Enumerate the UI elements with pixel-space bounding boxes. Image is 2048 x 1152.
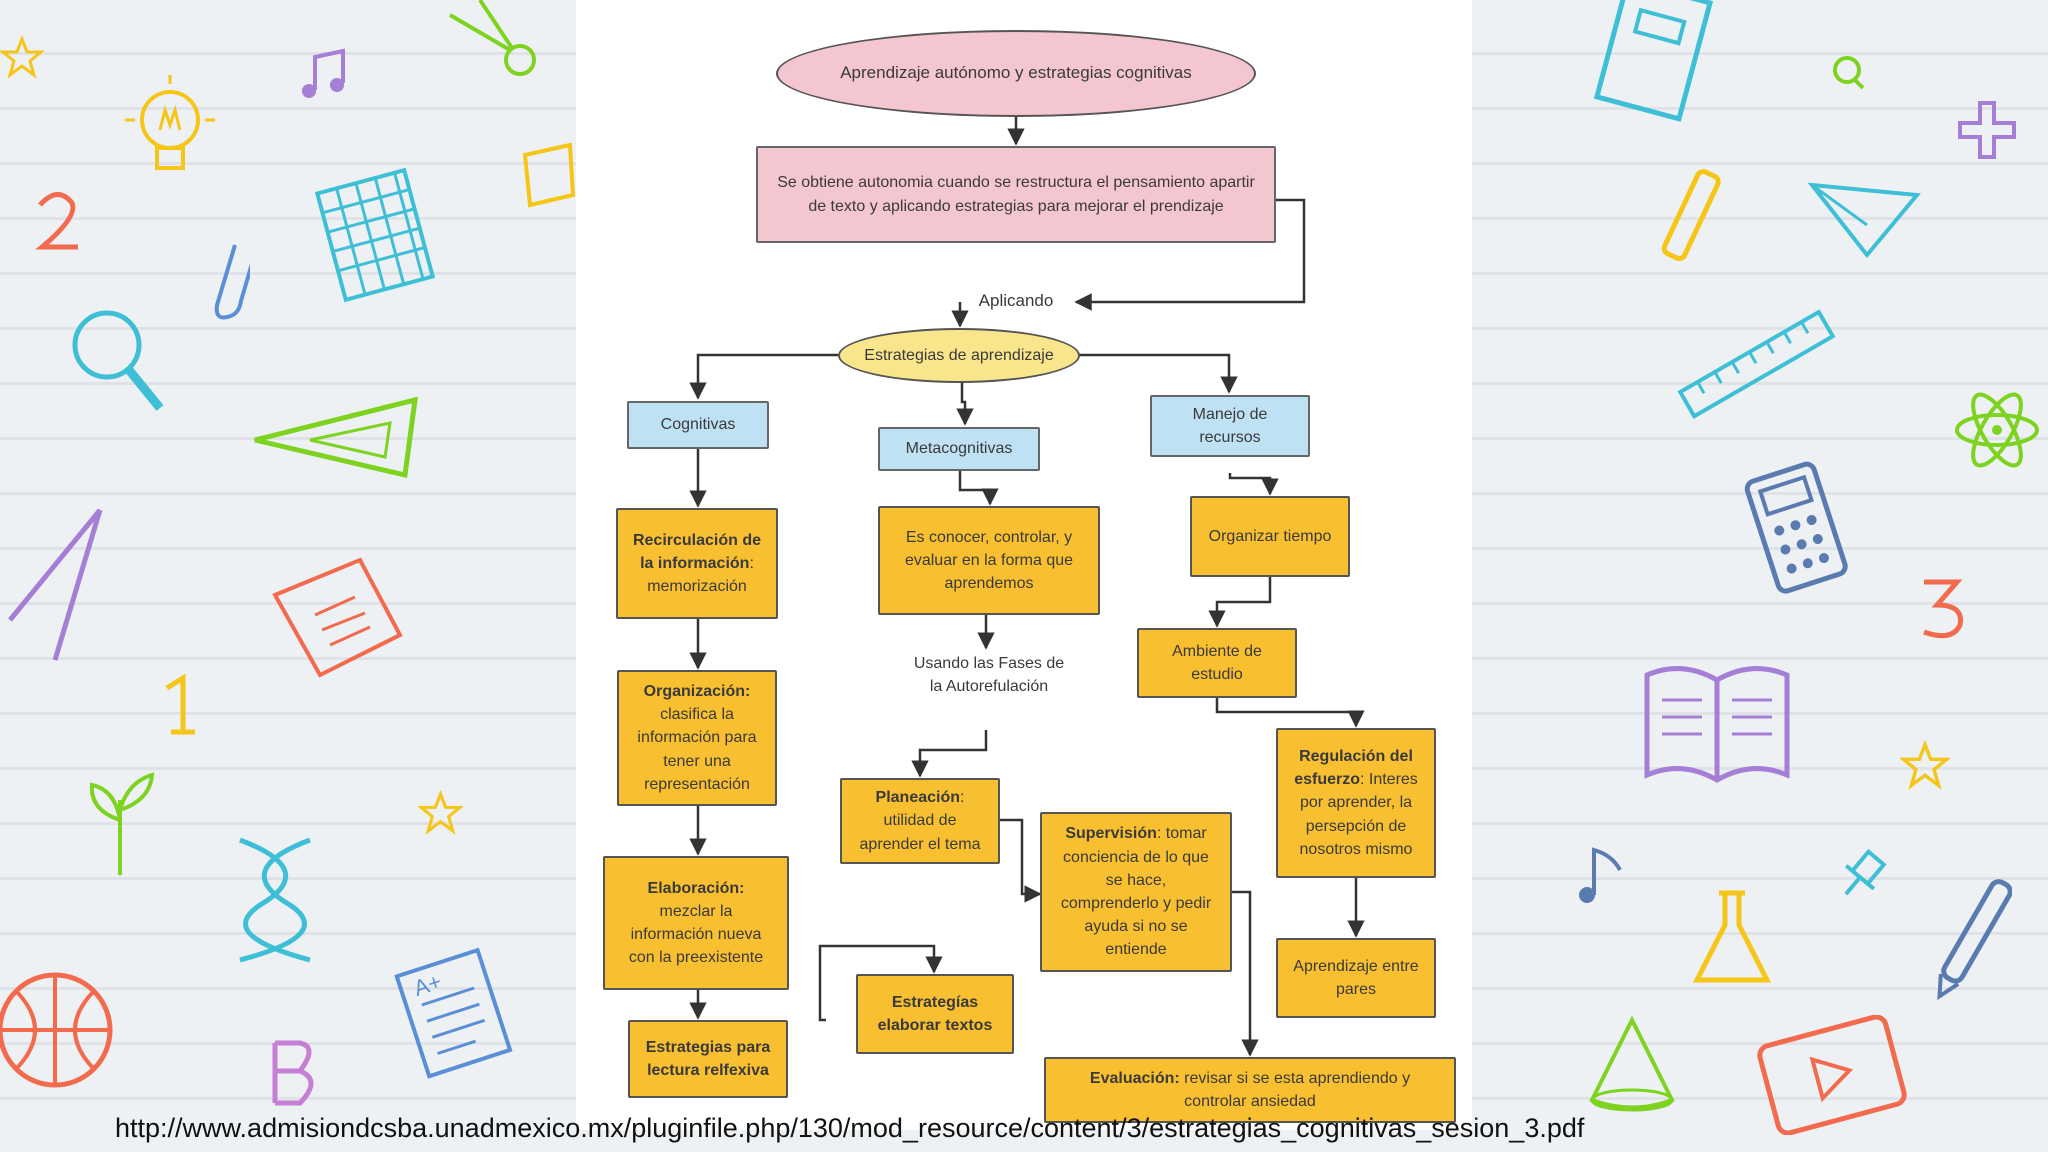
test-paper-icon: A+: [394, 947, 513, 1079]
svg-text:A+: A+: [411, 969, 445, 1001]
fases-label: Usando las Fases de la Autorefulación: [913, 655, 1065, 696]
arrow-metacognitivas-def: [958, 470, 999, 506]
q-icon: [1833, 56, 1865, 90]
node-elaboracion: Elaboración: mezclar la información nuev…: [603, 856, 789, 990]
arrow-supervision-evaluacion: [1232, 890, 1259, 1057]
right-doodle-panel: [1472, 0, 2048, 1152]
organizacion-text: clasifica la información para tener una …: [637, 706, 757, 793]
book-icon: [1593, 0, 1714, 122]
star-icon: [0, 35, 44, 79]
basketball-icon: [0, 972, 113, 1088]
arrow-strategies-cognitivas: [689, 353, 838, 400]
dna-icon: [239, 837, 311, 963]
arrow-intro-aplicando: [1074, 198, 1306, 311]
regulacion-title: Regulación del esfuerzo: [1294, 748, 1413, 789]
lightbulb-icon: [125, 75, 215, 170]
regulacion-text: : Interes por aprender, la persepción de…: [1299, 771, 1418, 858]
strategies-node: Estrategias de aprendizaje: [838, 328, 1080, 383]
elaboracion-title: Elaboración:: [647, 879, 745, 897]
supervision-text: : tomar conciencia de lo que se hace, co…: [1060, 825, 1212, 959]
scissors-icon: [448, 0, 536, 76]
star-right-icon: [1900, 740, 1950, 790]
elaboracion-text: mezclar la información nueva con la pree…: [628, 902, 764, 967]
category-manejo-recursos: Manejo de recursos: [1150, 395, 1310, 457]
number-2-icon: [35, 192, 78, 250]
node-recirculacion: Recirculación de la información: memoriz…: [616, 508, 778, 619]
title-node: Aprendizaje autónomo y estrategias cogni…: [776, 30, 1256, 117]
paper-plane-icon: [1807, 182, 1921, 259]
planeacion-text: : utilidad de aprender el tema: [859, 789, 981, 853]
magnifier-icon: [72, 310, 164, 411]
intro-node: Se obtiene autonomia cuando se restructu…: [756, 146, 1276, 243]
music-note-right-icon: [1579, 847, 1622, 903]
node-lectura-reflexiva: Estrategias para lectura relfexiva: [628, 1020, 788, 1098]
video-player-icon: [1757, 1015, 1907, 1135]
recirculacion-text: : memorización: [647, 554, 754, 596]
letter-b-icon: [272, 1040, 314, 1106]
node-elaborar-textos: Estrategías elaborar textos: [856, 974, 1014, 1054]
category-cognitivas: Cognitivas: [627, 401, 769, 449]
arrow-tiempo-ambiente: [1208, 577, 1272, 628]
number-3-icon: [1923, 579, 1964, 639]
evaluacion-text: revisar si se esta aprendiendo y control…: [1179, 1069, 1411, 1110]
node-ambiente-estudio: Ambiente de estudio: [1137, 628, 1297, 698]
recirculacion-title: Recirculación de la información: [632, 531, 762, 572]
node-evaluacion: Evaluación: revisar si se esta aprendien…: [1044, 1057, 1456, 1123]
pen-icon: [1937, 879, 2012, 1001]
sticky-note-icon: [522, 142, 575, 208]
number-1-icon: [165, 673, 195, 735]
arrow-lectura-textos: [818, 944, 943, 1022]
flask-icon: [1692, 890, 1772, 983]
organizacion-title: Organización:: [643, 683, 751, 701]
compass-icon: [8, 508, 103, 661]
node-organizacion: Organización: clasifica la información p…: [617, 670, 777, 806]
node-metacognitivas-def: Es conocer, controlar, y evaluar en la f…: [878, 506, 1100, 615]
calculator-icon: [1744, 461, 1848, 594]
node-regulacion-esfuerzo: Regulación del esfuerzo: Interes por apr…: [1276, 728, 1436, 878]
planeacion-title: Planeación: [875, 789, 961, 807]
sprout-icon: [89, 772, 155, 875]
supervision-title: Supervisión: [1065, 825, 1157, 843]
node-planeacion: Planeación: utilidad de aprender el tema: [840, 778, 1000, 864]
arrow-planeacion-supervision: [1000, 818, 1042, 903]
atom-icon: [1955, 392, 2039, 468]
marker-icon: [1661, 169, 1721, 262]
paper-note-icon: [272, 557, 403, 678]
open-book-icon: [1644, 666, 1790, 783]
node-aprendizaje-pares: Aprendizaje entre pares: [1276, 938, 1436, 1018]
ruler-icon: [1677, 309, 1836, 419]
triangle-ruler-icon: [254, 396, 418, 479]
node-organizar-tiempo: Organizar tiempo: [1190, 496, 1350, 577]
arrow-fases-planeacion: [911, 730, 988, 778]
source-url[interactable]: http://www.admisiondcsba.unadmexico.mx/p…: [115, 1113, 1585, 1143]
arrow-strategies-manejo: [1078, 353, 1238, 394]
music-note-icon: [302, 48, 345, 98]
aplicando-label: Aplicando: [978, 291, 1054, 310]
category-metacognitivas: Metacognitivas: [878, 427, 1040, 471]
left-doodle-panel: A+: [0, 0, 576, 1152]
arrow-ambiente-regulacion: [1215, 698, 1365, 728]
paperclip-icon: [214, 244, 250, 320]
node-supervision: Supervisión: tomar conciencia de lo que …: [1040, 812, 1232, 972]
arrow-manejo-tiempo: [1228, 473, 1279, 496]
notebook-icon: [314, 167, 436, 303]
small-star-icon: [418, 790, 463, 835]
plus-icon: [1958, 101, 2016, 159]
pushpin-icon: [1844, 848, 1887, 896]
evaluacion-title: Evaluación:: [1089, 1069, 1180, 1087]
cone-icon: [1589, 1015, 1675, 1112]
arrow-strategies-metacognitivas: [956, 381, 974, 426]
connectors: [689, 115, 1365, 1057]
